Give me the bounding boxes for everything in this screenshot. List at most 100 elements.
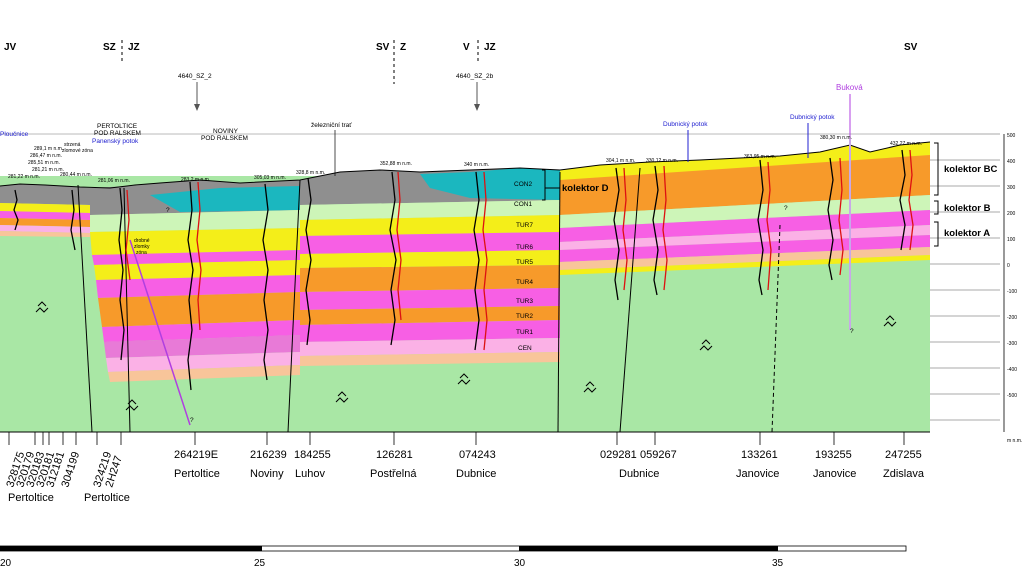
dir-jz-2: JZ	[484, 42, 496, 53]
section-label-2: 4640_SZ_2b	[456, 73, 494, 80]
label-bukova: Buková	[836, 83, 863, 92]
svg-text:?: ?	[850, 328, 854, 335]
borehole-resistivity	[125, 149, 914, 351]
svg-text:283,2 m n.m.: 283,2 m n.m.	[181, 177, 210, 183]
svg-text:200: 200	[1007, 211, 1016, 217]
svg-text:TUR4: TUR4	[516, 279, 533, 286]
svg-text:281,06 m n.m.: 281,06 m n.m.	[98, 178, 130, 184]
block-2-strata	[90, 180, 300, 382]
svg-text:Noviny: Noviny	[250, 468, 284, 480]
svg-text:286,47 m n.m.: 286,47 m n.m.	[30, 153, 62, 159]
svg-text:TUR3: TUR3	[516, 298, 533, 305]
section-markers: 4640_SZ_2 4640_SZ_2b	[178, 73, 494, 111]
elevation-labels: 289,1 m n.m. 286,47 m n.m. 285,51 m n.m.…	[8, 135, 922, 184]
label-dubnicky-1: Dubnický potok	[663, 121, 708, 128]
section-label-1: 4640_SZ_2	[178, 73, 212, 80]
svg-text:133261: 133261	[741, 449, 778, 461]
distance-scale: 20 25 30 35	[0, 545, 907, 569]
dir-sv-2: SV	[904, 42, 918, 53]
svg-text:?: ?	[166, 207, 170, 214]
svg-text:?: ?	[784, 205, 788, 212]
svg-text:?: ?	[190, 417, 194, 424]
svg-text:Pertoltice: Pertoltice	[84, 492, 130, 504]
kolektor-bc-label: kolektor BC	[944, 164, 997, 175]
dir-jz-1: JZ	[128, 42, 140, 53]
svg-text:289,1 m n.m.: 289,1 m n.m.	[34, 146, 63, 152]
svg-text:20: 20	[0, 558, 12, 569]
svg-text:0: 0	[1007, 263, 1010, 269]
elevation-grid	[930, 133, 1000, 421]
elevation-axis: 500 400 300 200 100 0 -100 -200 -300 -40…	[1003, 133, 1022, 444]
block-3-strata	[300, 168, 560, 366]
svg-text:TUR6: TUR6	[516, 244, 533, 251]
svg-text:25: 25	[254, 558, 266, 569]
svg-text:CON1: CON1	[514, 201, 532, 208]
kolektor-labels: kolektor D kolektor BC kolektor B kolekt…	[542, 142, 997, 247]
crystalline-symbols	[35, 301, 897, 411]
svg-text:300: 300	[1007, 185, 1016, 191]
label-panensky: Panenský potok	[92, 138, 139, 145]
svg-text:305,03 m n.m.: 305,03 m n.m.	[254, 175, 286, 181]
svg-text:Pertoltice: Pertoltice	[8, 492, 54, 504]
svg-text:328,8 m n.m.: 328,8 m n.m.	[296, 170, 325, 176]
svg-text:Janovice: Janovice	[813, 468, 856, 480]
label-ploucnice: Ploučnice	[0, 131, 29, 138]
svg-text:Postřelná: Postřelná	[370, 468, 417, 480]
svg-text:264219E: 264219E	[174, 449, 218, 461]
svg-text:193255: 193255	[815, 449, 852, 461]
well-id-rotated: 328175 320179 320183 320181 312181 30419…	[4, 450, 124, 489]
direction-markers: JV SZ JZ SV Z V JZ SV	[4, 40, 918, 84]
svg-text:CEN: CEN	[518, 345, 532, 352]
svg-text:Zdislava: Zdislava	[883, 468, 925, 480]
svg-text:TUR7: TUR7	[516, 222, 533, 229]
svg-text:216239: 216239	[250, 449, 287, 461]
kolektor-d-label: kolektor D	[562, 183, 609, 194]
svg-text:TUR5: TUR5	[516, 259, 533, 266]
kolektor-b-label: kolektor B	[944, 203, 991, 214]
svg-text:TUR2: TUR2	[516, 313, 533, 320]
svg-text:-200: -200	[1007, 315, 1017, 321]
svg-text:184255: 184255	[294, 449, 331, 461]
svg-text:100: 100	[1007, 237, 1016, 243]
svg-text:432,27 m n.m.: 432,27 m n.m.	[890, 141, 922, 147]
block-1-strata	[0, 184, 90, 237]
svg-text:340 m n.m.: 340 m n.m.	[464, 162, 489, 168]
svg-text:Luhov: Luhov	[295, 468, 325, 480]
svg-text:281,22 m n.m.: 281,22 m n.m.	[8, 174, 40, 180]
svg-text:330,12 m n.m.: 330,12 m n.m.	[646, 158, 678, 164]
svg-text:029281: 029281	[600, 449, 637, 461]
svg-text:352,88 m n.m.: 352,88 m n.m.	[380, 161, 412, 167]
svg-text:TUR1: TUR1	[516, 329, 533, 336]
svg-text:500: 500	[1007, 133, 1016, 139]
dir-jv: JV	[4, 42, 17, 53]
unit-labels: CON2 CON1 TUR7 TUR6 TUR5 TUR4 TUR3 TUR2 …	[514, 181, 533, 352]
kolektor-a-label: kolektor A	[944, 228, 990, 239]
dir-sv-1: SV	[376, 42, 390, 53]
fault-purple	[129, 239, 191, 426]
well-ticks	[8, 432, 905, 445]
dir-v: V	[463, 42, 470, 53]
label-zeleznicni: železniční trať	[311, 122, 352, 129]
svg-text:285,51 m n.m.: 285,51 m n.m.	[28, 160, 60, 166]
svg-text:-400: -400	[1007, 367, 1017, 373]
svg-text:363,95 m n.m.: 363,95 m n.m.	[744, 154, 776, 160]
svg-text:Pertoltice: Pertoltice	[174, 468, 220, 480]
svg-text:CON2: CON2	[514, 181, 532, 188]
svg-text:Janovice: Janovice	[736, 468, 779, 480]
svg-text:304,1 m n.m.: 304,1 m n.m.	[606, 158, 635, 164]
borehole-logs	[13, 149, 906, 391]
terrain-surface	[0, 141, 931, 189]
dir-sz: SZ	[103, 42, 116, 53]
svg-text:281,21 m n.m.: 281,21 m n.m.	[32, 167, 64, 173]
svg-text:280,44 m n.m.: 280,44 m n.m.	[60, 172, 92, 178]
svg-text:Dubnice: Dubnice	[456, 468, 496, 480]
dir-z: Z	[400, 42, 406, 53]
svg-text:126281: 126281	[376, 449, 413, 461]
well-id-horizontal: 264219E 216239 184255 126281 074243 0292…	[174, 449, 922, 461]
svg-text:247255: 247255	[885, 449, 922, 461]
svg-text:380,30 m n.m.: 380,30 m n.m.	[820, 135, 852, 141]
